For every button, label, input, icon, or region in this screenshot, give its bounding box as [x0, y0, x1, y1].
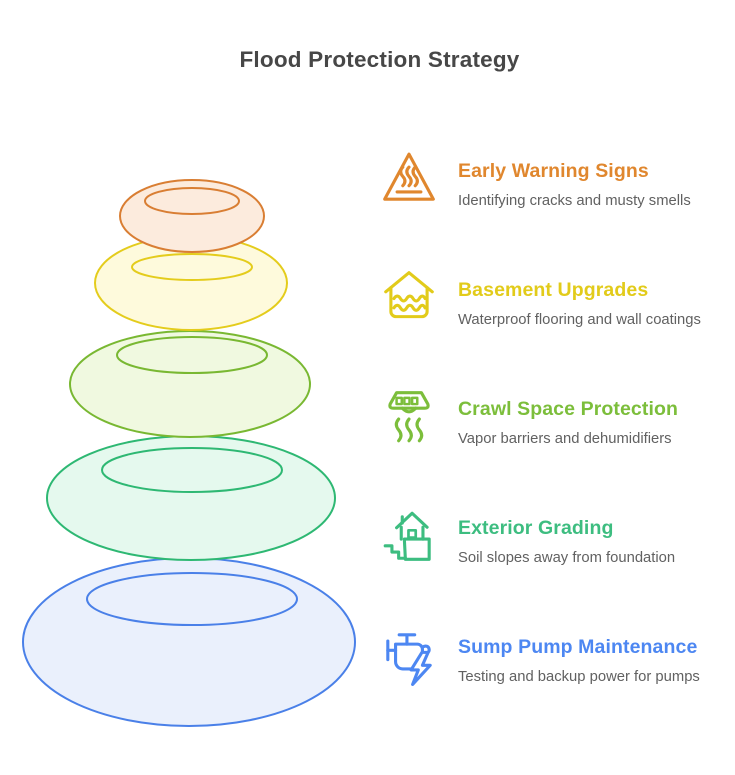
funnel-level-sump-pump-maintenance: [22, 557, 356, 727]
funnel-level-exterior-grading: [46, 435, 336, 561]
strategy-list: Early Warning Signs Identifying cracks a…: [381, 148, 731, 743]
item-description: Testing and backup power for pumps: [458, 669, 700, 686]
item-row-basement-upgrades: Basement Upgrades Waterproof flooring an…: [381, 267, 731, 386]
item-description: Soil slopes away from foundation: [458, 550, 676, 567]
item-description: Vapor barriers and dehumidifiers: [458, 431, 672, 448]
house-on-slope-icon: [381, 506, 437, 566]
funnel-level-basement-upgrades: [94, 235, 288, 331]
item-description: Waterproof flooring and wall coatings: [458, 312, 701, 329]
flooded-house-icon: [381, 268, 437, 328]
funnel-level-crawl-space-protection: [69, 330, 311, 438]
sump-pump-icon: [381, 625, 437, 686]
funnel-level-early-warning-signs: [119, 179, 265, 253]
item-heading: Early Warning Signs: [458, 160, 649, 182]
page-title: Flood Protection Strategy: [239, 47, 520, 72]
hot-surface-warning-icon: [381, 149, 437, 209]
item-heading: Exterior Grading: [458, 517, 614, 539]
item-row-early-warning-signs: Early Warning Signs Identifying cracks a…: [381, 148, 731, 267]
item-row-sump-pump-maintenance: Sump Pump Maintenance Testing and backup…: [381, 624, 731, 743]
item-row-exterior-grading: Exterior Grading Soil slopes away from f…: [381, 505, 731, 624]
item-heading: Sump Pump Maintenance: [458, 636, 698, 658]
item-row-crawl-space-protection: Crawl Space Protection Vapor barriers an…: [381, 386, 731, 505]
vapor-detector-icon: [381, 387, 437, 447]
item-heading: Crawl Space Protection: [458, 398, 679, 420]
item-description: Identifying cracks and musty smells: [458, 193, 691, 210]
item-heading: Basement Upgrades: [458, 279, 649, 301]
